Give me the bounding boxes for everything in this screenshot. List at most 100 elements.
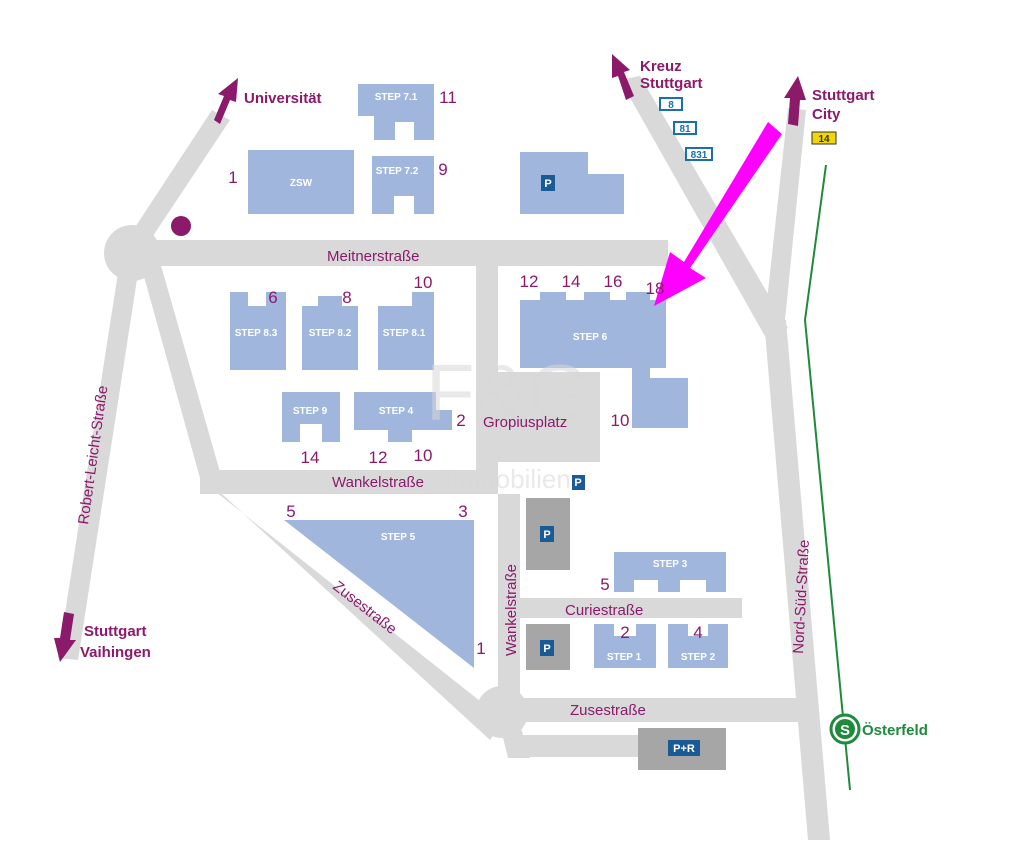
label-step83: STEP 8.3 [235,328,278,339]
label-step9: STEP 9 [293,406,328,417]
dest-kreuz-line1: Kreuz [640,58,682,75]
number-2-step1: 2 [620,623,629,642]
street-meitner: Meitnerstraße [327,248,420,265]
bus-badge-8[interactable] [659,97,683,111]
street-wankel-horizontal: Wankelstraße [332,474,424,491]
park-and-ride-icon [668,740,700,756]
sbahn-stop-inner [835,719,855,739]
buildings: STEP 7.1 ZSW STEP 7.2 STEP 8.3 STEP 8.2 … [230,84,728,668]
arrow-kreuz-icon [612,54,634,100]
building-step5[interactable] [284,520,474,668]
building-parking-north[interactable] [520,152,624,214]
bus-badge-81[interactable] [673,121,697,135]
number-12-top: 12 [520,272,539,291]
parking-label-lot1: P [543,529,550,541]
park-and-ride-label: P+R [673,743,695,755]
arrow-universitaet-icon [214,78,238,124]
watermark: F&G Immobilien [426,348,590,494]
label-step4: STEP 4 [379,406,414,417]
road-nord-sued [764,320,830,840]
number-6: 6 [268,288,277,307]
building-step83[interactable] [230,292,286,370]
street-wankel-vertical: Wankelstraße [503,564,520,656]
label-step6: STEP 6 [573,332,608,343]
number-3: 3 [458,502,467,521]
transit-badges: 8 81 831 14 S Österfeld [659,97,928,745]
sbahn-station-label: Österfeld [862,722,928,739]
watermark-logo: F&G [426,348,590,437]
sbahn-line [803,164,851,791]
bus-badge-831[interactable] [685,147,713,161]
tram-label-14: 14 [818,134,830,145]
parking-icon-lot1 [540,526,554,542]
building-step1[interactable] [594,624,656,668]
building-step3[interactable] [614,552,726,592]
parking-label-wankel: P [574,477,581,489]
road-wankel-vertical [498,494,520,724]
label-step3: STEP 3 [653,559,688,570]
bus-label-81: 81 [679,124,691,135]
road-west-diagonal [140,262,220,478]
building-step6[interactable] [520,292,688,428]
number-10-step6: 10 [611,411,630,430]
watermark-text: Immobilien [445,464,571,494]
roads [58,76,830,840]
road-meitner [130,240,668,266]
building-zsw[interactable] [248,150,354,214]
building-step9[interactable] [282,392,340,442]
building-step4[interactable] [354,392,452,442]
label-step72: STEP 7.2 [376,166,419,177]
area-gropiusplatz [476,372,600,462]
parking: P P P P P+R [526,175,726,770]
road-zuse-bottom [500,698,802,722]
street-nord-sued: Nord-Süd-Straße [790,539,813,654]
parking-label-lot2: P [543,643,550,655]
dest-kreuz-line2: Stuttgart [640,75,703,92]
parking-icon-north[interactable] [541,175,555,191]
dest-vaihingen-line2: Vaihingen [80,644,151,661]
label-zsw: ZSW [290,178,313,189]
parking-icon-wankel[interactable] [572,475,585,490]
number-4: 4 [693,623,702,642]
label-step71: STEP 7.1 [375,92,418,103]
street-gropiusplatz: Gropiusplatz [483,414,567,431]
parking-icon-lot2 [540,640,554,656]
arrow-vaihingen-icon [54,612,76,662]
street-curie: Curiestraße [565,602,643,619]
road-wankel-horizontal [200,470,498,494]
destination-labels: Universität Kreuz Stuttgart Stuttgart Ci… [80,58,875,661]
number-16: 16 [604,272,623,291]
direction-arrows [54,54,806,662]
dest-city-line2: City [812,106,841,123]
building-step2[interactable] [668,624,728,668]
label-step2: STEP 2 [681,652,716,663]
dest-universitaet: Universität [244,90,322,107]
parking-label-north: P [544,178,551,190]
number-1-zsw: 1 [228,168,237,187]
sbahn-symbol: S [840,722,850,739]
street-labels: Meitnerstraße Wankelstraße Gropiusplatz … [75,248,813,719]
tram-badge-14[interactable] [811,131,837,145]
road-robert-leicht [58,260,140,660]
number-12-step4: 12 [369,448,388,467]
number-11: 11 [439,88,457,107]
road-park-ride [515,735,640,757]
building-step81[interactable] [378,292,434,370]
number-10-top: 10 [414,273,433,292]
label-step1: STEP 1 [607,652,642,663]
road-to-kreuz [620,76,788,338]
arrow-city-icon [784,76,806,126]
building-step82[interactable] [302,296,358,370]
building-numbers: 11 1 9 6 8 10 12 14 16 18 2 10 14 12 10 … [228,88,702,658]
number-18: 18 [646,279,665,298]
label-step81: STEP 8.1 [383,328,426,339]
building-step71[interactable] [358,84,434,140]
bus-label-831: 831 [691,150,708,161]
number-14-top: 14 [562,272,581,291]
building-step72[interactable] [372,156,434,214]
dest-vaihingen-line1: Stuttgart [84,623,147,640]
label-step82: STEP 8.2 [309,328,352,339]
bus-label-8: 8 [668,100,674,111]
number-9: 9 [438,160,447,179]
